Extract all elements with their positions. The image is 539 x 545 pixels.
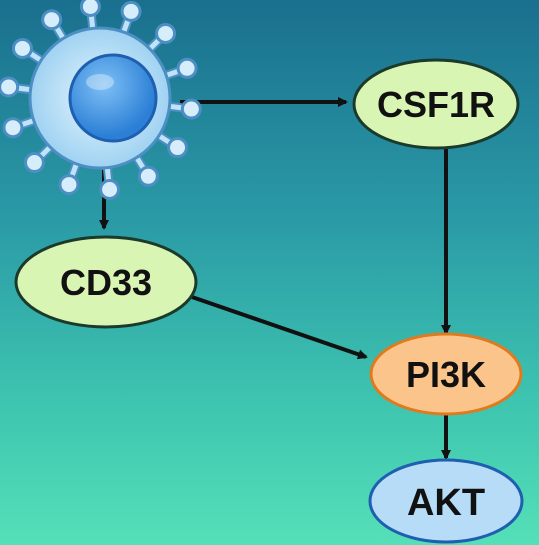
node-akt[interactable]: AKT <box>368 458 524 544</box>
immune-cell-icon <box>0 0 202 200</box>
cell-spike-knob <box>99 178 121 200</box>
cell-spike-knob <box>23 152 45 174</box>
node-akt-label: AKT <box>407 482 485 524</box>
cell-spike-knob <box>2 117 24 139</box>
cell-spike-knob <box>137 165 159 187</box>
edges <box>99 97 451 460</box>
cell-spike-knob <box>176 57 198 79</box>
cell-spike-knob <box>41 9 63 31</box>
node-pi3k-label: PI3K <box>406 354 486 395</box>
cell-spike-knob <box>120 0 142 22</box>
cell-spike-knob <box>180 98 202 120</box>
cell-spike-knob <box>11 37 33 59</box>
cell-spike-knob <box>167 137 189 159</box>
nucleus-icon <box>68 53 158 143</box>
node-cd33[interactable]: CD33 <box>14 235 198 329</box>
node-csf1r[interactable]: CSF1R <box>352 58 520 150</box>
node-pi3k[interactable]: PI3K <box>369 332 523 416</box>
cell-spike-knob <box>79 0 101 17</box>
cell-spike-knob <box>0 76 20 98</box>
edge-cd33-to-pi3k <box>191 295 368 360</box>
node-csf1r-label: CSF1R <box>377 84 495 125</box>
cell-spike-knob <box>155 22 177 44</box>
cell-spike-knob <box>58 174 80 196</box>
node-cd33-label: CD33 <box>60 262 152 303</box>
